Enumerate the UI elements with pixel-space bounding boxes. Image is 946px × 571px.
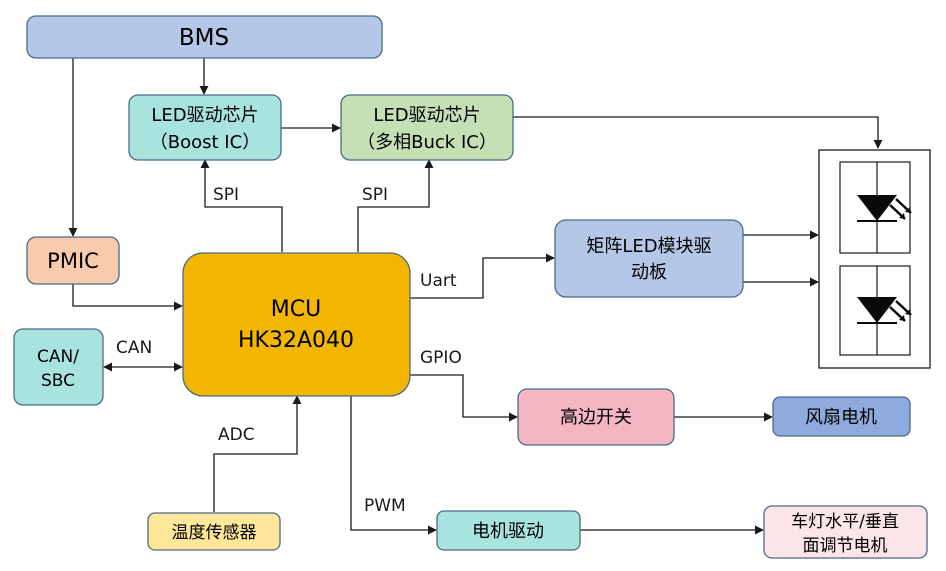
node-bms: BMS <box>26 15 383 59</box>
node-led-driver-buck: LED驱动芯片 （多相Buck IC） <box>340 94 514 161</box>
mcu-label-line1: MCU <box>271 297 321 322</box>
led-module <box>818 149 931 369</box>
label-spi-right: SPI <box>362 185 388 205</box>
bms-label: BMS <box>179 25 229 51</box>
label-adc: ADC <box>218 425 255 445</box>
pmic-label: PMIC <box>47 249 99 273</box>
motor-driver-label: 电机驱动 <box>472 521 544 542</box>
mcu-label-line2: HK32A040 <box>238 328 354 353</box>
label-spi-left: SPI <box>213 185 239 205</box>
node-can-sbc: CAN/ SBC <box>13 328 104 406</box>
node-matrix-led-driver-board: 矩阵LED模块驱 动板 <box>554 219 744 298</box>
label-pwm: PWM <box>364 496 406 516</box>
fan-motor-label: 风扇电机 <box>805 407 877 428</box>
edge-mcu-to-switch-gpio <box>410 374 518 422</box>
temp-sensor-label: 温度传感器 <box>172 523 257 543</box>
edge-mcu-to-motor-pwm <box>350 396 437 535</box>
node-led-driver-boost: LED驱动芯片 （Boost IC） <box>128 94 282 161</box>
node-fan-motor: 风扇电机 <box>772 396 911 437</box>
node-mcu: MCU HK32A040 <box>182 252 411 397</box>
high-side-switch-label: 高边开关 <box>560 407 632 428</box>
headlamp-label-line1: 车灯水平/垂直 <box>791 512 899 532</box>
led-icon-lower <box>839 265 912 356</box>
matrix-label-line2: 动板 <box>631 262 667 283</box>
edge-temp-to-mcu-adc <box>213 395 302 512</box>
node-temp-sensor: 温度传感器 <box>147 512 281 551</box>
led-icon-upper <box>839 161 912 254</box>
led-buck-label-line1: LED驱动芯片 <box>373 105 480 126</box>
edge-mcu-to-buck-spi <box>357 159 434 252</box>
label-can: CAN <box>116 338 152 358</box>
led-buck-label-line2: （多相Buck IC） <box>357 132 497 153</box>
led-boost-label-line2: （Boost IC） <box>150 132 260 153</box>
can-sbc-label-line1: CAN/ <box>37 347 79 367</box>
matrix-label-line1: 矩阵LED模块驱 <box>586 236 711 257</box>
led-boost-label-line1: LED驱动芯片 <box>151 105 258 126</box>
edge-buck-to-led-module <box>513 116 883 149</box>
edge-mcu-to-matrix-uart <box>410 253 555 299</box>
edge-pmic-to-mcu <box>72 284 183 311</box>
headlamp-label-line2: 面调节电机 <box>803 536 888 556</box>
node-pmic: PMIC <box>26 236 120 285</box>
node-motor-driver: 电机驱动 <box>436 510 581 551</box>
connectors <box>68 58 883 535</box>
node-headlamp-adjust-motor: 车灯水平/垂直 面调节电机 <box>763 505 928 559</box>
node-high-side-switch: 高边开关 <box>517 388 675 446</box>
label-gpio: GPIO <box>420 348 462 368</box>
can-sbc-label-line2: SBC <box>41 371 75 391</box>
edge-mcu-to-boost-spi <box>200 159 283 252</box>
label-uart: Uart <box>420 271 457 291</box>
